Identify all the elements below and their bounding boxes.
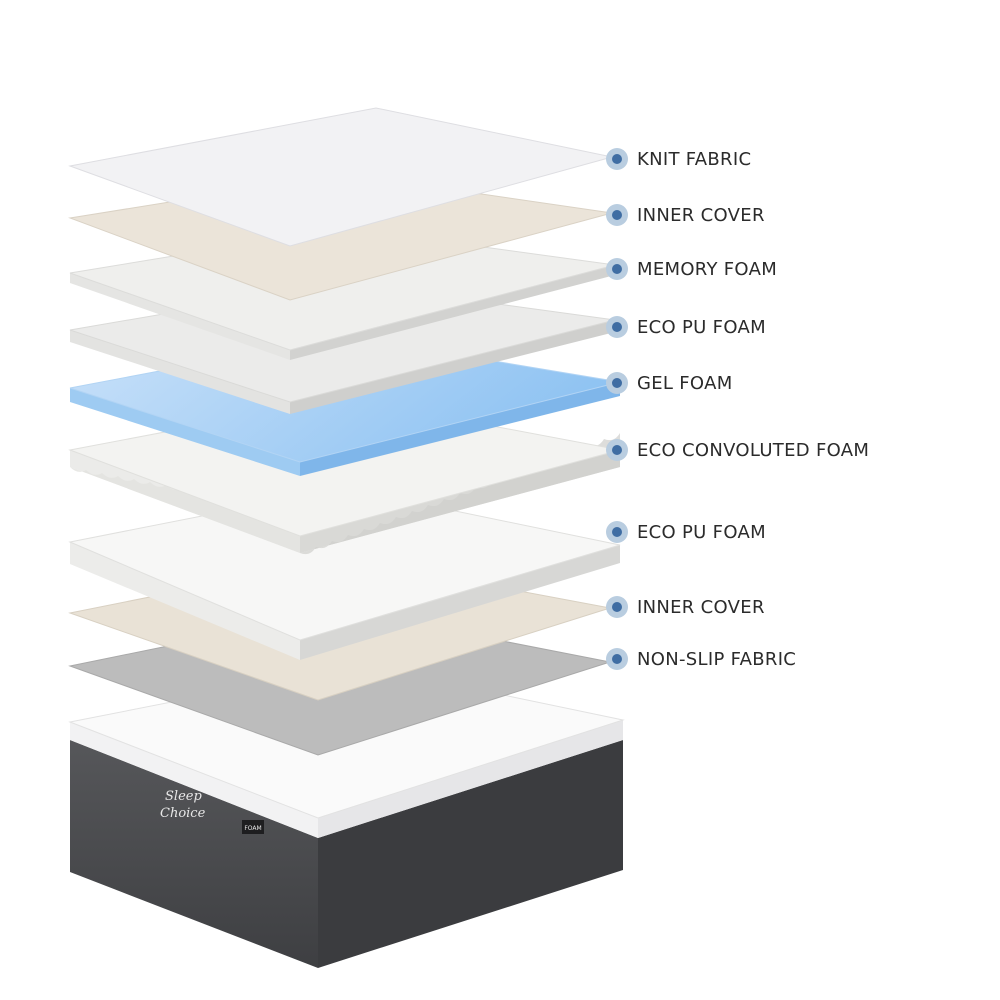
- marker-dot-icon: [606, 521, 628, 543]
- label-text: ECO PU FOAM: [637, 316, 766, 338]
- marker-dot-icon: [606, 148, 628, 170]
- mattress-base-front-side: [70, 740, 318, 968]
- brand-logo-line2: Choice: [160, 806, 206, 821]
- marker-dot-icon: [606, 316, 628, 338]
- marker-dot-icon: [606, 596, 628, 618]
- label-text: INNER COVER: [637, 596, 765, 618]
- label-eco-pu-foam-upper: ECO PU FOAM: [606, 313, 766, 341]
- label-text: KNIT FABRIC: [637, 148, 752, 170]
- label-memory-foam: MEMORY FOAM: [606, 255, 777, 283]
- mattress-base-top-band: [70, 722, 318, 838]
- label-eco-pu-foam-lower: ECO PU FOAM: [606, 518, 766, 546]
- mattress-tag: [242, 820, 264, 834]
- label-text: INNER COVER: [637, 204, 765, 226]
- label-text: ECO CONVOLUTED FOAM: [637, 439, 870, 461]
- label-text: NON-SLIP FABRIC: [637, 648, 797, 670]
- brand-logo-line1: Sleep: [165, 789, 202, 804]
- label-knit-fabric: KNIT FABRIC: [606, 145, 751, 173]
- marker-dot-icon: [606, 439, 628, 461]
- mattress-base-right-side: [318, 740, 623, 968]
- marker-dot-icon: [606, 204, 628, 226]
- marker-dot-icon: [606, 258, 628, 280]
- label-text: GEL FOAM: [637, 372, 733, 394]
- label-eco-convoluted-foam: ECO CONVOLUTED FOAM: [606, 436, 869, 464]
- label-non-slip-fabric: NON-SLIP FABRIC: [606, 645, 796, 673]
- label-text: MEMORY FOAM: [637, 258, 778, 280]
- mattress-base-top-band-right: [318, 720, 623, 838]
- label-gel-foam: GEL FOAM: [606, 369, 733, 397]
- marker-dot-icon: [606, 648, 628, 670]
- layer-eco-pu-foam-lower: [68, 487, 621, 660]
- label-inner-cover-lower: INNER COVER: [606, 593, 765, 621]
- mattress-tag-text: FOAM: [244, 825, 261, 832]
- label-inner-cover-upper: INNER COVER: [606, 201, 765, 229]
- marker-dot-icon: [606, 372, 628, 394]
- label-text: ECO PU FOAM: [637, 521, 766, 543]
